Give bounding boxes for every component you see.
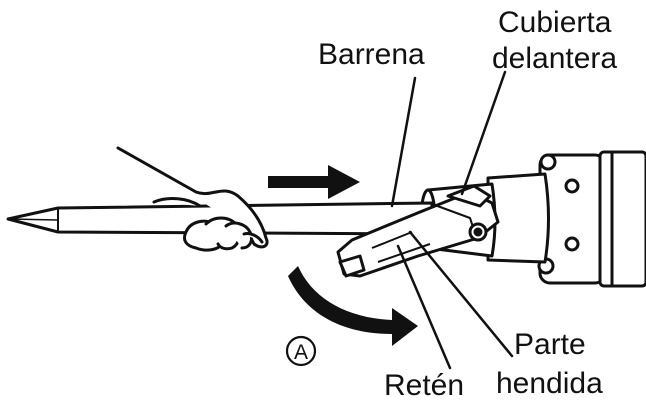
leader-line-bit <box>390 76 417 208</box>
leader-line-retainer <box>396 244 452 370</box>
label-front-cover-line2: delantera <box>492 42 617 75</box>
flange-bolt <box>564 236 580 252</box>
flange-bolt <box>539 153 557 171</box>
retainer-lever <box>336 184 500 278</box>
label-retainer: Retén <box>384 369 464 401</box>
curved-arrow-icon <box>288 266 418 346</box>
labels: Barrena Cubierta delantera Parte hendida… <box>318 6 617 402</box>
leader-lines <box>390 70 514 370</box>
label-notched-part-line1: Parte <box>514 328 586 361</box>
leader-line-front-cover <box>460 70 507 196</box>
label-notched-part-line2: hendida <box>496 367 603 400</box>
view-marker-circle <box>285 335 317 367</box>
leader-line-notched-part <box>408 230 514 358</box>
hand-illustration <box>116 146 269 252</box>
view-marker: A <box>285 335 317 367</box>
flange-bolt <box>564 178 580 194</box>
label-front-cover-line1: Cubierta <box>498 6 612 39</box>
label-bit: Barrena <box>318 38 425 71</box>
view-marker-letter: A <box>294 341 308 364</box>
arrow-right-icon <box>268 165 360 199</box>
